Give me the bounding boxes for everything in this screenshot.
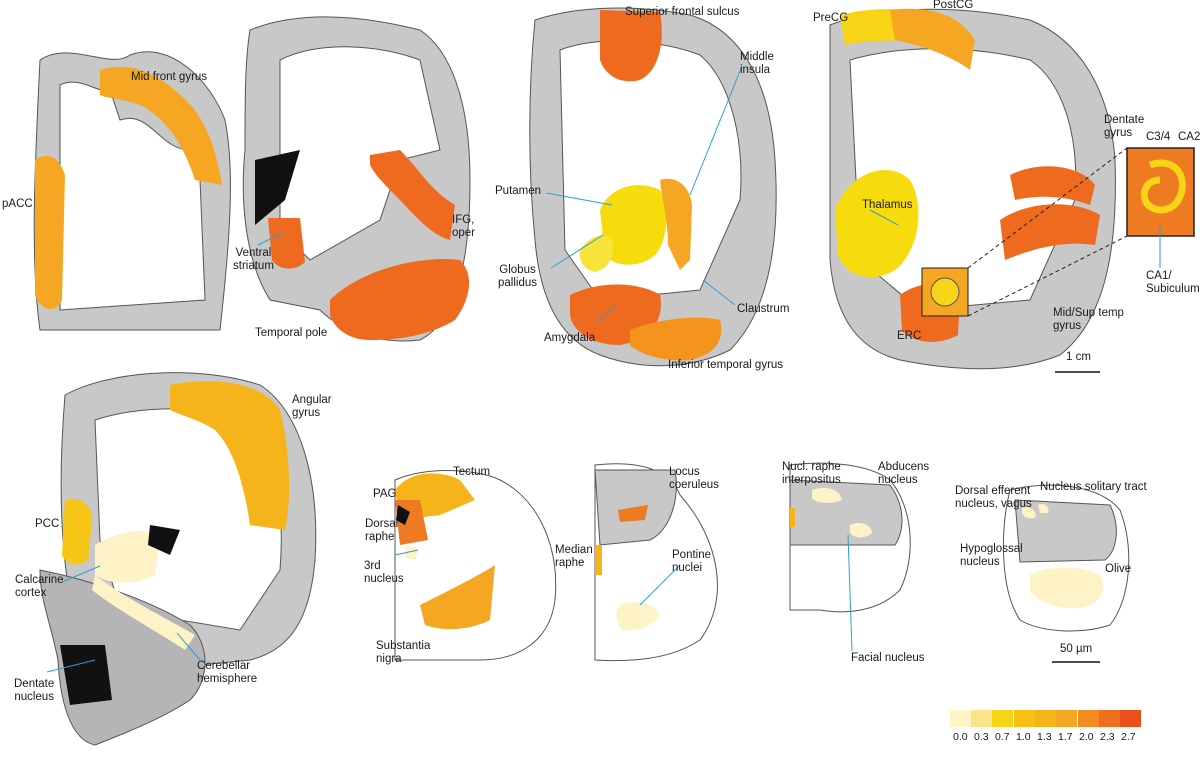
label-nucl-raphe-interpositus: Nucl. raphe interpositus <box>782 461 841 486</box>
scale-swatch <box>950 710 972 727</box>
scale-swatch <box>1014 710 1036 727</box>
label-calcarine-cortex: Calcarine cortex <box>15 574 64 599</box>
label-abducens-nucleus: Abducens nucleus <box>878 461 930 486</box>
label-hypoglossal-nucleus: Hypoglossal nucleus <box>960 543 1023 568</box>
label-scale-1cm: 1 cm <box>1066 351 1091 363</box>
label-dentate-nucleus: Dentate nucleus <box>14 678 55 703</box>
label-temporal-pole: Temporal pole <box>255 327 328 339</box>
label-locus-coeruleus: Locus coeruleus <box>669 466 719 491</box>
label-inferior-temporal-gyrus: Inferior temporal gyrus <box>668 359 784 371</box>
label-pag: PAG <box>373 488 397 500</box>
section-lower-medulla <box>1002 484 1130 663</box>
scale-tick: 2.0 <box>1079 731 1094 743</box>
section-insula-putamen <box>529 7 777 367</box>
label-pcc: PCC <box>35 518 60 530</box>
label-precg: PreCG <box>813 12 849 24</box>
scale-swatch <box>1099 710 1121 727</box>
label-globus-pallidus: Globus pallidus <box>498 264 537 289</box>
label-median-raphe: Median raphe <box>555 544 593 569</box>
section-frontal-pacc <box>33 51 231 331</box>
section-ventral-striatum <box>242 16 471 342</box>
label-ca34: C3/4 <box>1146 131 1171 143</box>
label-claustrum: Claustrum <box>737 303 790 315</box>
label-postcg: PostCG <box>933 0 974 11</box>
label-facial-nucleus: Facial nucleus <box>851 652 925 664</box>
label-ca1-subiculum: CA1/ Subiculum <box>1146 270 1200 295</box>
label-cerebellar-hemisphere: Cerebellar hemisphere <box>197 660 258 685</box>
label-pacc: pACC <box>2 198 33 210</box>
scale-tick: 0.0 <box>953 731 968 743</box>
scale-tick: 0.7 <box>995 731 1010 743</box>
label-pontine-nuclei: Pontine nuclei <box>672 549 712 574</box>
label-amygdala: Amygdala <box>544 332 596 344</box>
label-dorsal-raphe: Dorsal raphe <box>365 518 399 543</box>
scale-tick: 0.3 <box>974 731 989 743</box>
label-ventral-striatum: Ventral striatum <box>233 247 274 272</box>
scale-tick: 2.7 <box>1121 731 1136 743</box>
callout-lines <box>46 65 1161 673</box>
label-olive: Olive <box>1105 563 1132 575</box>
label-mid-sup-temp-gyrus: Mid/Sup temp gyrus <box>1053 307 1124 332</box>
scale-tick: 2.3 <box>1100 731 1115 743</box>
label-superior-frontal-sulcus: Superior frontal sulcus <box>625 6 740 18</box>
section-upper-medulla <box>789 462 911 613</box>
label-putamen: Putamen <box>495 185 542 197</box>
section-posterior-cerebellum <box>39 372 317 746</box>
scale-tick: 1.3 <box>1037 731 1052 743</box>
label-mid-front-gyrus: Mid front gyrus <box>131 71 208 83</box>
section-hippocampus-thalamus <box>829 8 1195 373</box>
label-erc: ERC <box>897 330 922 342</box>
label-tectum: Tectum <box>453 466 491 478</box>
scale-swatch <box>971 710 993 727</box>
scale-tick: 1.0 <box>1016 731 1031 743</box>
scale-tick: 1.7 <box>1058 731 1073 743</box>
label-ifg-oper: IFG, oper <box>452 214 476 239</box>
label-dorsal-efferent-nucleus-vagus: Dorsal efferent nucleus, vagus <box>955 485 1032 510</box>
label-thalamus: Thalamus <box>862 199 913 211</box>
scale-swatch <box>1078 710 1100 727</box>
scale-swatch <box>1120 710 1142 727</box>
label-dentate-gyrus: Dentate gyrus <box>1104 114 1145 139</box>
scale-swatch <box>1035 710 1057 727</box>
label-substantia-nigra: Substantia nigra <box>376 640 431 665</box>
label-3rd-nucleus: 3rd nucleus <box>364 560 404 585</box>
label-ca2: CA2 <box>1178 131 1200 143</box>
label-angular-gyrus: Angular gyrus <box>292 394 332 419</box>
section-pons <box>594 463 718 662</box>
scale-swatch <box>1056 710 1078 727</box>
label-middle-insula: Middle insula <box>740 51 774 76</box>
scale-swatch <box>992 710 1014 727</box>
section-midbrain <box>394 470 557 661</box>
label-nucleus-solitary-tract: Nucleus solitary tract <box>1040 481 1147 493</box>
label-scale-50um: 50 µm <box>1060 643 1093 655</box>
